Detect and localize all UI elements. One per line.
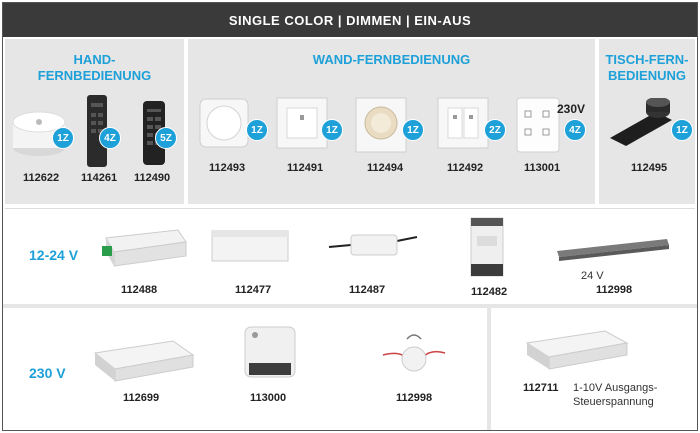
cable-controller-icon [328,234,418,256]
sku-112492: 112492 [447,162,484,174]
sku-112493: 112493 [209,162,246,174]
sku-112998-230v: 112998 [396,392,433,404]
row-separator [3,304,697,308]
sku-113001: 113001 [524,162,561,174]
sku-112487: 112487 [349,284,386,296]
hand-title-line1: HAND- [73,52,116,67]
note-112711-line1: 1-10V Ausgangs- [573,382,658,394]
desk-title-line2: BEDIENUNG [607,68,686,83]
zone-badge-114261: 4Z [99,127,121,149]
sku-112491: 112491 [287,162,324,174]
row-230v-label: 230 V [29,365,66,381]
controller-module-icon [211,230,289,262]
desk-remote-icon [610,98,672,146]
page-title: SINGLE COLOR | DIMMEN | EIN-AUS [228,12,472,28]
sku-113000: 113000 [250,392,287,404]
sku-112699: 112699 [123,392,160,404]
din-rail-module-icon [470,217,504,277]
wall-230v-label: 230V [557,102,586,116]
wall-rotary-icon [199,98,249,148]
row-1224v-label: 12-24 V [29,247,79,263]
controller-module-icon [102,229,187,267]
linear-driver-icon [557,239,669,261]
wall-glass-panel-icon [516,97,560,153]
note-112711: 1-10V Ausgangs- Steuerspannung [573,381,657,409]
zone-badge-112491: 1Z [321,119,343,141]
zone-badge-112490: 5Z [155,127,177,149]
round-driver-icon [382,334,446,372]
wall-switch-icon [276,97,328,149]
page-header: SINGLE COLOR | DIMMEN | EIN-AUS [3,3,697,37]
note-112998-24v: 24 V [581,270,604,282]
sku-112998-1224v: 112998 [596,284,633,296]
zone-badge-112494: 1Z [402,119,424,141]
note-112711-line2: Steuerspannung [573,396,654,408]
wall-switch-double-icon [437,97,489,149]
desk-title-line1: TISCH-FERN- [605,52,689,67]
zone-badge-112493: 1Z [246,119,268,141]
wall-title-text: WAND-FERNBEDIENUNG [312,52,471,67]
zone-badge-112492: 2Z [484,119,506,141]
controller-module-icon [525,330,629,370]
sku-112711: 112711 [523,382,559,394]
wall-dial-icon [355,97,407,153]
sku-112622: 112622 [23,172,60,184]
hand-remote-title: HAND- FERNBEDIENUNG [5,52,184,84]
zone-badge-113001: 4Z [564,119,586,141]
sku-112495: 112495 [631,162,668,174]
hand-title-line2: FERNBEDIENUNG [37,68,152,83]
controller-module-icon [93,340,195,382]
sku-112494: 112494 [367,162,404,174]
row-230v-divider [487,308,491,430]
flush-module-icon [244,326,296,378]
desk-remote-title: TISCH-FERN- BEDIENUNG [599,52,695,84]
sku-114261: 114261 [81,172,118,184]
sku-112488: 112488 [121,284,158,296]
sku-112490: 112490 [134,172,171,184]
handheld-remote-icon [87,95,107,167]
zone-badge-112622: 1Z [52,127,74,149]
sku-112477: 112477 [235,284,272,296]
wall-remote-title: WAND-FERNBEDIENUNG [188,52,595,68]
zone-badge-112495: 1Z [671,119,693,141]
sku-112482: 112482 [471,286,508,298]
